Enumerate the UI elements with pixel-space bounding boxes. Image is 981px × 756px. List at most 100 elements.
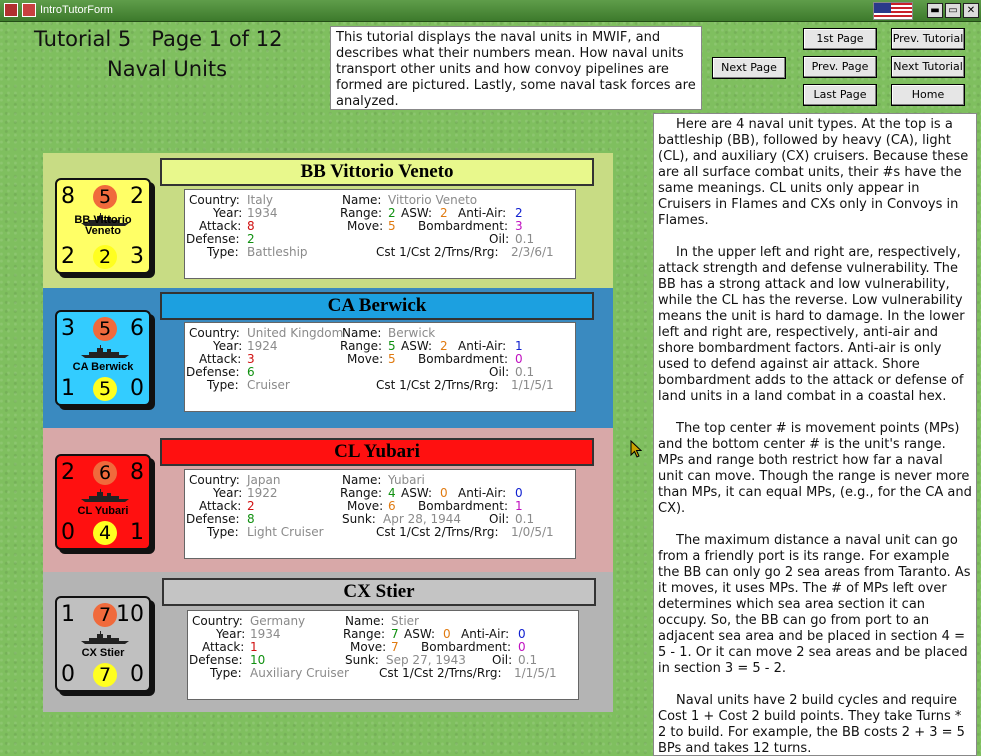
bombardment-factor: 3 <box>130 244 144 269</box>
anti-air-value: 0 <box>518 627 526 641</box>
year-label: Year: <box>216 627 246 641</box>
maximize-button[interactable]: ▭ <box>945 3 961 18</box>
movement-points: 7 <box>93 603 117 627</box>
defense-label: Defense: <box>186 232 240 246</box>
bombardment-value: 0 <box>515 352 523 366</box>
defense-factor: 2 <box>130 184 144 209</box>
intro-description: This tutorial displays the naval units i… <box>330 26 702 110</box>
unit-section: 8 5 2 BB Vittorio Veneto 2 2 3 BB Vittor… <box>43 153 613 288</box>
oil-value: 0.1 <box>515 512 535 526</box>
oil-label: Oil: <box>492 653 513 667</box>
unit-range: 4 <box>93 521 117 545</box>
name-label: Name: <box>345 614 385 628</box>
asw-label: ASW: <box>404 627 436 641</box>
unit-header: BB Vittorio Veneto <box>160 158 594 186</box>
defense-value: 6 <box>247 365 255 379</box>
year-value: 1924 <box>247 339 278 353</box>
cost-value: 1/1/5/1 <box>514 666 557 680</box>
type-label: Type: <box>207 245 239 259</box>
country-label: Country: <box>192 614 243 628</box>
oil-label: Oil: <box>489 512 510 526</box>
move-label: Move: <box>347 352 384 366</box>
name-value: Berwick <box>388 326 436 340</box>
move-value: 5 <box>388 352 396 366</box>
anti-air-label: Anti-Air: <box>458 206 507 220</box>
close-button[interactable]: ✕ <box>963 3 979 18</box>
unit-info-box: Country: Italy Year: 1934 Attack: 8 Defe… <box>184 189 576 279</box>
bombardment-value: 1 <box>515 499 523 513</box>
move-value: 5 <box>388 219 396 233</box>
range-value: 5 <box>388 339 396 353</box>
name-label: Name: <box>342 193 382 207</box>
anti-air-value: 2 <box>515 206 523 220</box>
move-value: 7 <box>391 640 399 654</box>
year-value: 1922 <box>247 486 278 500</box>
asw-label: ASW: <box>401 339 433 353</box>
unit-section: 1 7 10 CX Stier 0 7 0 CX Stier Country: … <box>43 572 613 712</box>
bombardment-label: Bombardment: <box>418 499 508 513</box>
bombardment-value: 0 <box>518 640 526 654</box>
cost-value: 1/1/5/1 <box>511 378 554 392</box>
cost-label: Cst 1/Cst 2/Trns/Rrg: <box>376 525 499 539</box>
move-label: Move: <box>347 219 384 233</box>
asw-label: ASW: <box>401 206 433 220</box>
year-label: Year: <box>213 206 243 220</box>
unit-range: 2 <box>93 245 117 269</box>
explanation-panel[interactable]: Here are 4 naval unit types. At the top … <box>653 113 977 756</box>
explanation-paragraph: The top center # is movement points (MPs… <box>658 421 972 516</box>
prev-tutorial-button[interactable]: Prev. Tutorial <box>891 28 965 50</box>
movement-points: 5 <box>93 185 117 209</box>
year-label: Year: <box>213 486 243 500</box>
unit-header: CX Stier <box>162 578 596 606</box>
name-value: Stier <box>391 614 419 628</box>
unit-header: CL Yubari <box>160 438 594 466</box>
attack-value: 2 <box>247 499 255 513</box>
anti-air-label: Anti-Air: <box>458 339 507 353</box>
cost-label: Cst 1/Cst 2/Trns/Rrg: <box>376 378 499 392</box>
type-value: Light Cruiser <box>247 525 324 539</box>
oil-label: Oil: <box>489 365 510 379</box>
bombardment-label: Bombardment: <box>418 352 508 366</box>
anti-air-label: Anti-Air: <box>461 627 510 641</box>
unit-counter[interactable]: 1 7 10 CX Stier 0 7 0 <box>55 596 151 692</box>
unit-counter[interactable]: 8 5 2 BB Vittorio Veneto 2 2 3 <box>55 178 151 274</box>
explanation-paragraph: Here are 4 naval unit types. At the top … <box>658 117 969 228</box>
next-page-button[interactable]: Next Page <box>712 57 786 79</box>
unit-section: 3 5 6 CA Berwick 1 5 0 CA Berwick Countr… <box>43 288 613 428</box>
first-page-button[interactable]: 1st Page <box>803 28 877 50</box>
oil-value: 0.1 <box>515 232 535 246</box>
unit-range: 7 <box>93 663 117 687</box>
name-label: Name: <box>342 326 382 340</box>
unit-counter[interactable]: 3 5 6 CA Berwick 1 5 0 <box>55 310 151 406</box>
prev-page-button[interactable]: Prev. Page <box>803 56 877 78</box>
country-label: Country: <box>189 326 240 340</box>
next-tutorial-button[interactable]: Next Tutorial <box>891 56 965 78</box>
attack-factor: 8 <box>61 184 75 209</box>
attack-label: Attack: <box>199 219 242 233</box>
mouse-cursor-icon <box>630 440 642 458</box>
window-title-bar[interactable]: IntroTutorForm ▬ ▭ ✕ <box>0 0 981 22</box>
home-button[interactable]: Home <box>891 84 965 106</box>
attack-factor: 3 <box>61 316 75 341</box>
range-label: Range: <box>343 627 386 641</box>
tutorial-title: Tutorial 5 Page 1 of 12 <box>34 27 283 51</box>
range-value: 4 <box>388 486 396 500</box>
movement-points: 6 <box>93 461 117 485</box>
last-page-button[interactable]: Last Page <box>803 84 877 106</box>
app-icon[interactable] <box>4 3 18 17</box>
asw-value: 0 <box>443 627 451 641</box>
attack-factor: 1 <box>61 602 75 627</box>
minimize-button[interactable]: ▬ <box>927 3 943 18</box>
move-label: Move: <box>347 499 384 513</box>
bombardment-factor: 0 <box>130 376 144 401</box>
window-title: IntroTutorForm <box>40 4 113 16</box>
range-label: Range: <box>340 206 383 220</box>
country-label: Country: <box>189 193 240 207</box>
asw-value: 0 <box>440 486 448 500</box>
explanation-paragraph: The maximum distance a naval unit can go… <box>658 533 971 676</box>
unit-counter[interactable]: 2 6 8 CL Yubari 0 4 1 <box>55 454 151 550</box>
ship-silhouette-icon <box>81 345 129 358</box>
type-label: Type: <box>207 378 239 392</box>
unit-info-box: Country: Japan Year: 1922 Attack: 2 Defe… <box>184 469 576 559</box>
attack-label: Attack: <box>199 352 242 366</box>
